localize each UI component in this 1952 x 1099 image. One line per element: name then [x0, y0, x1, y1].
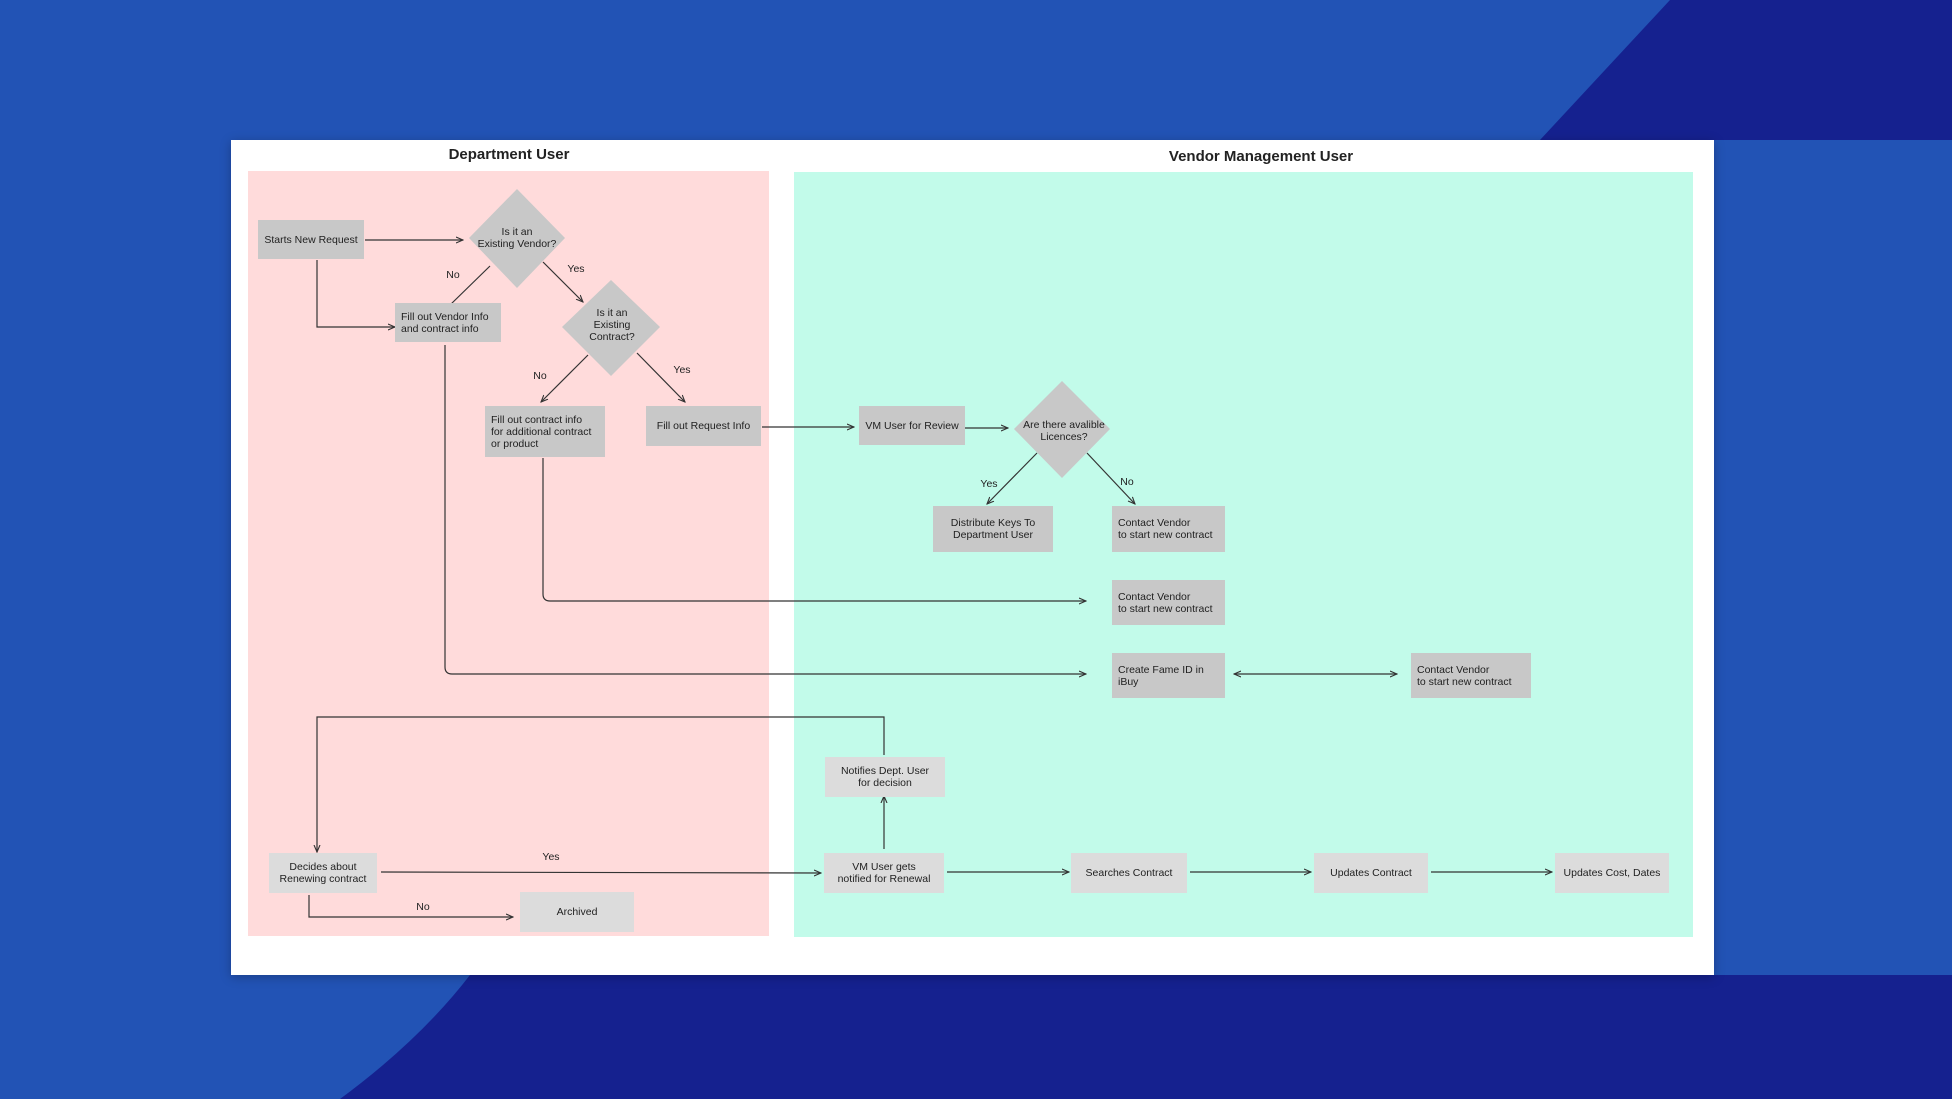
node-decides-renewing: Decides about Renewing contract — [269, 853, 377, 893]
decision-existing-vendor: Is it an Existing Vendor? — [477, 226, 557, 250]
label-contract-yes: Yes — [673, 364, 691, 376]
edge-contract-no — [541, 354, 589, 402]
edge-vendor-yes — [542, 261, 583, 302]
edge-renew-yes — [380, 872, 821, 873]
background-dark-bottom — [340, 975, 1952, 1099]
diamond-available-licences — [1014, 381, 1110, 478]
node-vm-user-notified: VM User gets notified for Renewal — [824, 853, 944, 893]
label-licences-no: No — [1120, 476, 1134, 488]
lane-vendor-management-user — [794, 172, 1693, 937]
node-contact-vendor-1: Contact Vendor to start new contract — [1112, 506, 1225, 552]
diamond-existing-contract — [562, 280, 660, 376]
edge-contract-yes — [636, 352, 685, 402]
node-vm-user-review: VM User for Review — [859, 406, 965, 445]
lane-title-vendor-management: Vendor Management User — [1168, 148, 1354, 165]
label-contract-no: No — [533, 370, 547, 382]
label-vendor-no: No — [446, 269, 460, 281]
background-dark-top-right — [1540, 0, 1952, 140]
label-vendor-yes: Yes — [567, 263, 585, 275]
label-renew-no: No — [416, 901, 430, 913]
decision-available-licences: Are there avalible Licences? — [1023, 419, 1105, 443]
edge-notifies-to-decides — [317, 716, 885, 852]
node-contact-vendor-3: Contact Vendor to start new contract — [1411, 653, 1531, 698]
diamond-existing-vendor — [469, 189, 565, 288]
decision-existing-contract: Is it an Existing Contract? — [589, 307, 635, 343]
node-create-fame-id: Create Fame ID in iBuy — [1112, 653, 1225, 698]
diagram-card: Department User Vendor Management User — [231, 140, 1714, 975]
node-fill-vendor-info: Fill out Vendor Info and contract info — [395, 303, 501, 342]
node-searches-contract: Searches Contract — [1071, 853, 1187, 893]
node-notifies-dept-user: Notifies Dept. User for decision — [825, 757, 945, 797]
edge-start-to-vendor-info — [316, 260, 395, 327]
node-contact-vendor-2: Contact Vendor to start new contract — [1112, 580, 1225, 625]
edge-renew-no — [308, 895, 513, 917]
edge-vendor-info-to-fame-id — [444, 345, 1086, 674]
node-fill-contract-info: Fill out contract info for additional co… — [485, 406, 605, 457]
node-fill-request-info: Fill out Request Info — [646, 406, 761, 446]
node-distribute-keys: Distribute Keys To Department User — [933, 506, 1053, 552]
flow-connectors — [308, 189, 1714, 975]
edge-licences-no — [1086, 452, 1135, 504]
node-archived: Archived — [520, 892, 634, 932]
node-updates-contract: Updates Contract — [1314, 853, 1428, 893]
node-updates-cost-dates: Updates Cost, Dates — [1555, 853, 1669, 893]
label-licences-yes: Yes — [980, 478, 998, 490]
edge-contract-info-to-contact-vendor — [542, 458, 1086, 601]
edge-vendor-no — [448, 265, 491, 307]
edge-licences-yes — [987, 452, 1038, 504]
label-renew-yes: Yes — [542, 851, 560, 863]
lane-title-department: Department User — [448, 146, 570, 163]
node-starts-new-request: Starts New Request — [258, 220, 364, 259]
lane-department-user — [248, 171, 769, 936]
